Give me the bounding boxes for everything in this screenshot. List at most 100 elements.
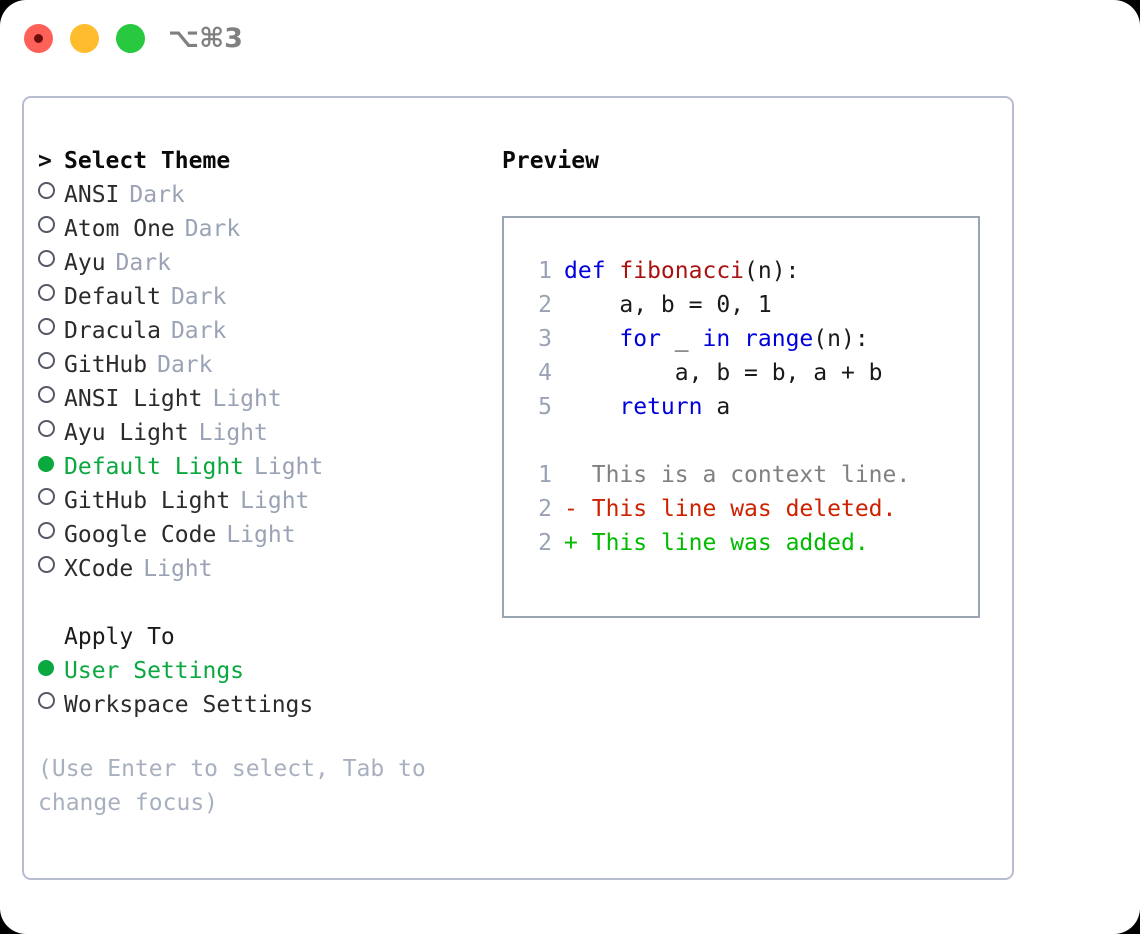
line-number: 1 (538, 462, 552, 488)
radio-unselected-icon[interactable] (38, 212, 64, 246)
theme-tag: Light (198, 420, 268, 446)
code-token: def (564, 258, 620, 284)
theme-tag: Dark (184, 216, 241, 242)
preview-box: 1 def fibonacci(n): 2 a, b = 0, 1 3 for … (502, 216, 980, 618)
preview-column: Preview 1 def fibonacci(n): 2 a, b = 0, … (502, 144, 1002, 618)
theme-list-item[interactable]: Dracula Dark (38, 314, 498, 348)
theme-list-item[interactable]: ANSI Light Light (38, 382, 498, 416)
apply-to-item[interactable]: Workspace Settings (38, 688, 498, 722)
close-window-button[interactable] (24, 24, 53, 53)
code-content: a, b = b, a + b (564, 356, 883, 390)
theme-name: ANSI Light (64, 386, 203, 412)
theme-name: Ayu (64, 250, 106, 276)
theme-name: Default Light (64, 454, 245, 480)
radio-unselected-icon[interactable] (38, 246, 64, 280)
line-number: 3 (538, 326, 552, 352)
radio-unselected-icon[interactable] (38, 178, 64, 212)
theme-tag: Light (143, 556, 213, 582)
code-token (730, 326, 744, 352)
theme-tag: Light (240, 488, 310, 514)
title-bar: ⌥⌘3 (0, 0, 1140, 78)
code-blank-line (518, 424, 978, 458)
theme-list-item[interactable]: GitHub Dark (38, 348, 498, 382)
code-token: for (619, 326, 661, 352)
keyboard-shortcut-label: ⌥⌘3 (168, 23, 243, 54)
theme-list-item[interactable]: XCode Light (38, 552, 498, 586)
theme-tag: Dark (157, 352, 213, 378)
radio-selected-icon[interactable] (38, 450, 64, 484)
theme-list-item[interactable]: GitHub Light Light (38, 484, 498, 518)
code-token: return (619, 394, 703, 420)
radio-unselected-icon[interactable] (38, 314, 64, 348)
radio-unselected-icon[interactable] (38, 552, 64, 586)
code-token: in (702, 326, 731, 352)
code-token: a, b = b, a + b (564, 360, 883, 386)
radio-unselected-icon[interactable] (38, 484, 64, 518)
line-number: 5 (538, 394, 552, 420)
code-line: 3 for _ in range(n): (518, 322, 978, 356)
code-token (564, 394, 619, 420)
theme-name: Default (64, 284, 161, 310)
select-theme-header: > Select Theme (38, 144, 498, 178)
theme-list-item[interactable]: Google Code Light (38, 518, 498, 552)
theme-name: GitHub Light (64, 488, 231, 514)
diff-content: This line was deleted. (591, 496, 897, 522)
apply-to-option-label: Workspace Settings (64, 692, 314, 718)
line-number: 2 (538, 530, 552, 556)
diff-line-context: 1 This is a context line. (518, 458, 978, 492)
minimize-window-button[interactable] (70, 24, 99, 53)
diff-line-deleted: 2 - This line was deleted. (518, 492, 978, 526)
code-line: 1 def fibonacci(n): (518, 254, 978, 288)
theme-list-item[interactable]: ANSI Dark (38, 178, 498, 212)
radio-unselected-icon[interactable] (38, 688, 64, 722)
code-token (564, 326, 619, 352)
theme-name: Ayu Light (64, 420, 189, 446)
radio-unselected-icon[interactable] (38, 416, 64, 450)
diff-content: This line was added. (591, 530, 869, 556)
apply-to-header: o Apply To (38, 620, 498, 654)
radio-unselected-icon[interactable] (38, 382, 64, 416)
select-theme-title: Select Theme (64, 148, 231, 174)
radio-unselected-icon[interactable] (38, 518, 64, 552)
code-content: def fibonacci(n): (564, 254, 799, 288)
line-number: 1 (538, 258, 552, 284)
theme-list-item[interactable]: Atom One Dark (38, 212, 498, 246)
spacer-icon: o (38, 620, 64, 654)
theme-name: Dracula (64, 318, 161, 344)
preview-title: Preview (502, 148, 599, 174)
code-content: return a (564, 390, 730, 424)
theme-tag: Dark (129, 182, 185, 208)
theme-tag: Dark (115, 250, 171, 276)
radio-unselected-icon[interactable] (38, 348, 64, 382)
theme-list-item[interactable]: Ayu Dark (38, 246, 498, 280)
code-token: range (744, 326, 814, 352)
list-spacer (38, 586, 498, 620)
theme-name: Google Code (64, 522, 217, 548)
diff-text (578, 526, 592, 560)
diff-text (578, 492, 592, 526)
code-token: (n): (744, 258, 800, 284)
code-line: 5 return a (518, 390, 978, 424)
theme-tag: Light (212, 386, 282, 412)
theme-tag: Dark (170, 284, 227, 310)
diff-line-added: 2 + This line was added. (518, 526, 978, 560)
theme-tag: Dark (170, 318, 227, 344)
code-token: fibonacci (619, 258, 745, 284)
code-token: (n): (813, 326, 869, 352)
theme-list-item[interactable]: Ayu Light Light (38, 416, 498, 450)
theme-list-item-selected[interactable]: Default Light Light (38, 450, 498, 484)
theme-tag: Light (226, 522, 296, 548)
apply-to-item-selected[interactable]: User Settings (38, 654, 498, 688)
code-token: a, b = 0, 1 (564, 292, 772, 318)
radio-selected-icon[interactable] (38, 654, 64, 688)
apply-to-title: Apply To (64, 624, 175, 650)
theme-tag: Light (254, 454, 324, 480)
maximize-window-button[interactable] (116, 24, 145, 53)
theme-name: GitHub (64, 352, 148, 378)
radio-unselected-icon[interactable] (38, 280, 64, 314)
diff-marker: + (564, 530, 578, 556)
code-line: 4 a, b = b, a + b (518, 356, 978, 390)
theme-list-item[interactable]: Default Dark (38, 280, 498, 314)
diff-marker (564, 458, 578, 492)
